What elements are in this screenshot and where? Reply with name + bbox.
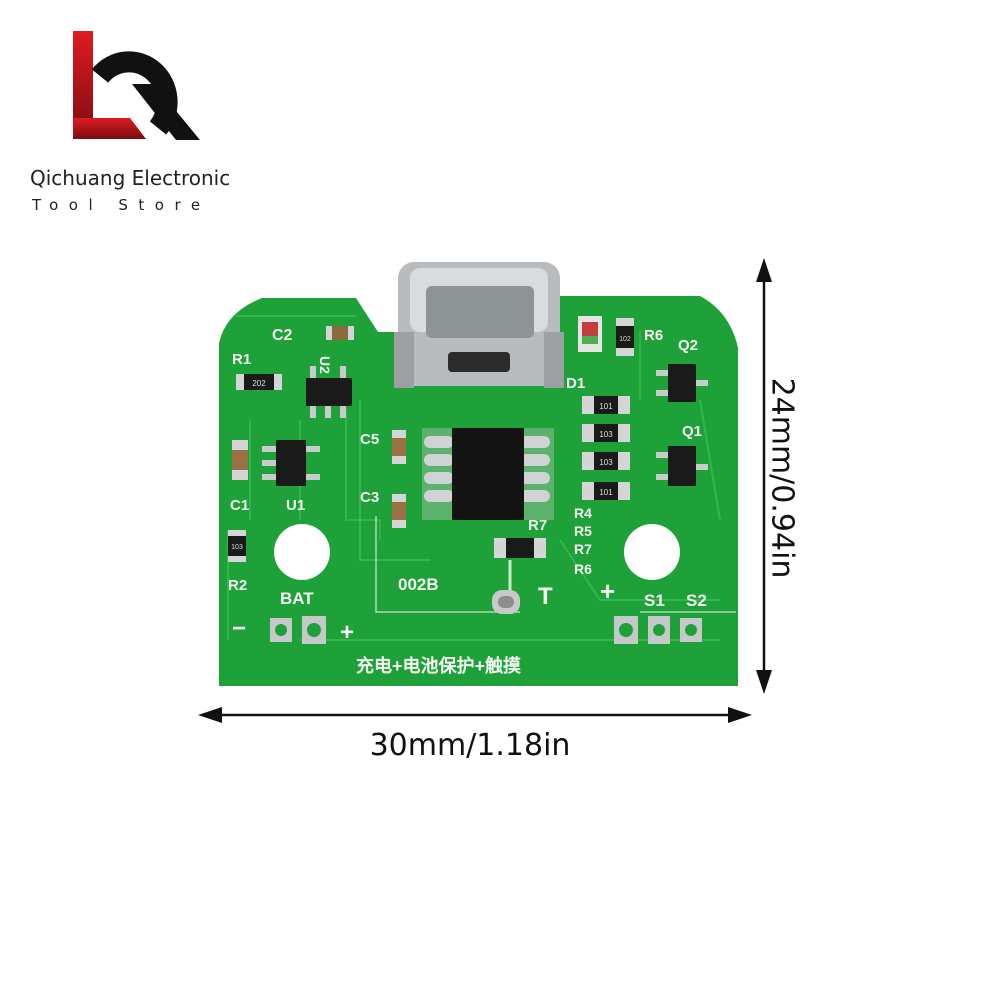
pad-s1	[648, 616, 670, 644]
pad-s2	[680, 618, 702, 642]
brand-subtitle: Tool Store	[32, 196, 211, 214]
brand-name: Qichuang Electronic	[30, 166, 231, 190]
ic-main-pins	[424, 436, 550, 502]
height-arrow	[756, 258, 772, 694]
logo-q-tail	[132, 84, 200, 140]
silk-r5: R5	[574, 523, 592, 539]
capacitor-c1	[232, 440, 248, 480]
capacitor-c5	[392, 430, 406, 464]
usb-c-opening	[426, 286, 534, 338]
mounting-hole-right	[624, 524, 680, 580]
usb-c-tongue	[448, 352, 510, 372]
ic-main	[452, 428, 524, 520]
brand-logo	[73, 31, 200, 140]
silk-plus-left: +	[340, 619, 354, 646]
silk-u1: U1	[286, 497, 305, 514]
led-d1	[578, 316, 602, 352]
width-dimension-label: 30mm/1.18in	[369, 728, 571, 763]
silk-s1: S1	[644, 591, 665, 610]
silk-model: 002B	[398, 575, 439, 594]
silk-q2: Q2	[678, 337, 698, 354]
silk-c5: C5	[360, 431, 379, 448]
u1-chip	[276, 440, 306, 486]
silk-t: T	[538, 583, 553, 610]
silk-q1: Q1	[682, 423, 702, 440]
resistor-r1: 202	[236, 374, 282, 390]
resistor-r2-code: 103	[231, 544, 243, 551]
silk-plus-right: +	[600, 576, 615, 606]
res-code-3: 103	[599, 458, 613, 467]
width-arrow	[198, 707, 752, 723]
silk-caption: 充电+电池保护+触摸	[356, 655, 521, 676]
silk-r7: R7	[574, 541, 592, 557]
pad-bat-minus	[270, 618, 292, 642]
resistor-r7	[494, 538, 546, 558]
pad-out-plus	[614, 616, 638, 644]
resistor-r6: 102	[616, 318, 634, 356]
capacitor-c2	[326, 326, 354, 340]
usb-c-foot	[394, 332, 414, 388]
q1-chip	[668, 446, 696, 486]
pad-bat-plus	[302, 616, 326, 644]
height-dimension-label: 24mm/0.94in	[764, 377, 800, 579]
silk-r6b: R6	[574, 561, 592, 577]
mounting-hole-left	[274, 524, 330, 580]
res-code-2: 103	[599, 430, 613, 439]
logo-l-foot	[73, 118, 146, 139]
resistor-r6-code: 102	[619, 336, 631, 343]
silk-r1: R1	[232, 351, 251, 368]
silk-c1: C1	[230, 497, 249, 514]
silk-r6: R6	[644, 327, 663, 344]
silk-c3: C3	[360, 489, 379, 506]
u2-chip	[306, 378, 352, 406]
silk-minus: −	[232, 615, 246, 642]
res-code-1: 101	[599, 402, 613, 411]
res-code-4: 101	[599, 488, 613, 497]
silk-r2: R2	[228, 577, 247, 594]
logo-l-bar	[73, 31, 93, 139]
usb-c-foot	[544, 332, 564, 388]
resistor-r2: 103	[228, 530, 246, 562]
resistor-array	[582, 396, 630, 500]
silk-s2: S2	[686, 591, 707, 610]
silk-outline	[375, 516, 736, 613]
pcb-trace	[249, 330, 641, 540]
silk-u2: U2	[317, 356, 333, 374]
resistor-r1-code: 202	[252, 379, 266, 388]
q2-chip	[668, 364, 696, 402]
silk-d1: D1	[566, 375, 585, 392]
capacitor-c3	[392, 494, 406, 528]
silk-bat: BAT	[280, 589, 314, 608]
silk-r7-top: R7	[528, 517, 547, 534]
silk-c2: C2	[272, 327, 293, 344]
silk-r4: R4	[574, 505, 592, 521]
